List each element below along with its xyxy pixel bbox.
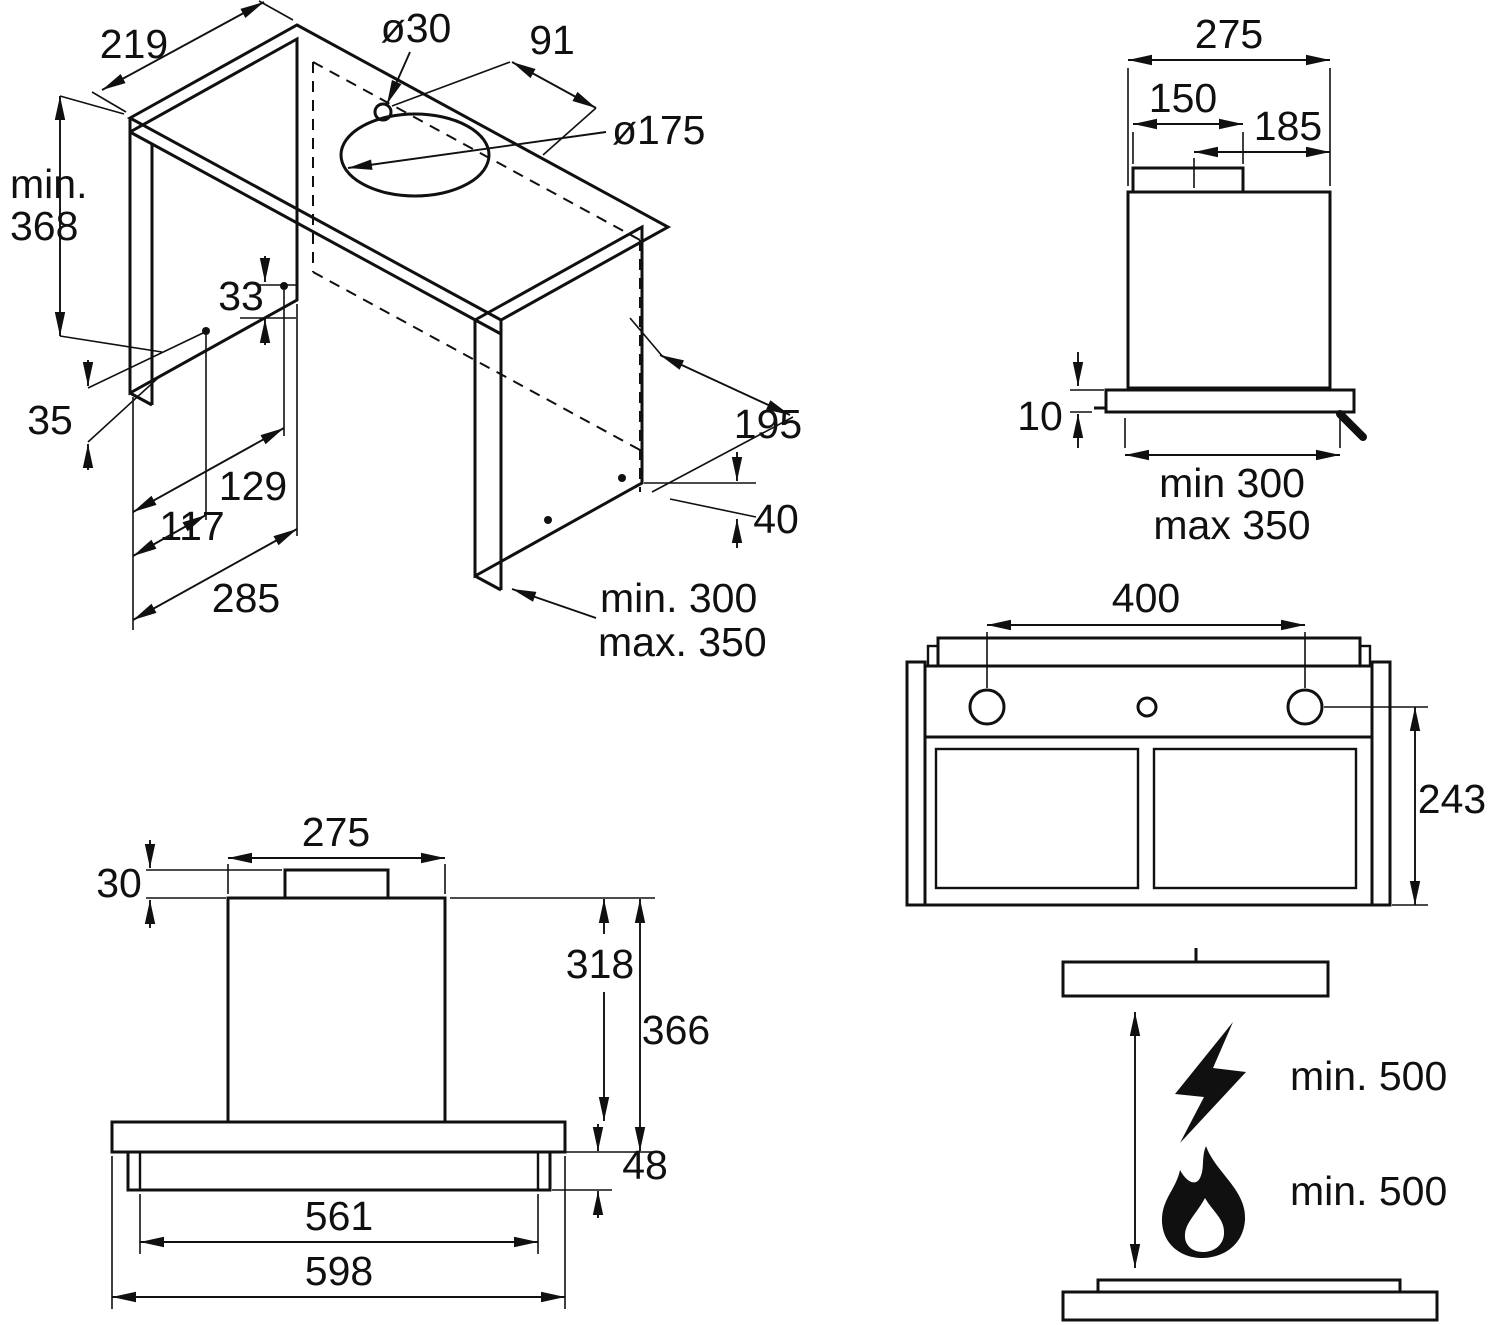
dim-label-285: 285 [212,575,280,621]
side-object-lines [1094,166,1367,441]
dim-label-91: 91 [529,17,575,63]
electric-clearance-label: min. 500 [1290,1053,1447,1099]
front-view: 30 275 318 366 48 561 598 [96,809,710,1309]
dim-label-129: 129 [219,463,287,509]
flame-icon-inner [1184,1198,1225,1252]
rear-dimension-labels: 400 243 [1112,575,1486,822]
screw-hole [618,474,626,482]
front-dimension-labels: 30 275 318 366 48 561 598 [96,809,710,1294]
iso-dimension-labels: 219 ø30 91 ø175 min. 368 33 35 129 117 2… [10,5,802,665]
rear-view: 400 243 [905,575,1486,907]
clearance-labels: min. 500 min. 500 [1290,1053,1447,1214]
dim-label-366: 366 [642,1007,710,1053]
dim-label-275: 275 [1195,11,1263,57]
hood-back [923,664,1374,907]
dim-label-243: 243 [1418,776,1486,822]
isometric-view: 219 ø30 91 ø175 min. 368 33 35 129 117 2… [10,0,802,665]
rear-dimension-lines [986,619,1428,906]
mounting-rail [936,636,1362,668]
vent-hole-ellipse [339,112,491,198]
rear-object-lines [905,636,1392,907]
left-bracket [905,660,927,907]
dim-label-min300s: min 300 [1159,460,1305,506]
side-dimension-lines [1070,54,1341,461]
dim-label-368: 368 [10,203,78,249]
screw-hole [202,327,210,335]
dim-label-min: min. [10,161,87,207]
cable-hole [373,102,393,122]
right-bracket [1370,660,1392,907]
bottom-panel [1104,388,1356,414]
filter-panel-left [934,747,1140,890]
iso-hidden-lines [312,61,641,492]
dim-label-219: 219 [100,21,168,67]
dim-label-185: 185 [1254,103,1322,149]
dim-label-48: 48 [622,1142,668,1188]
dim-label-d30: ø30 [381,5,452,51]
mounting-hole-right [1286,688,1324,726]
lower-box [126,1150,552,1192]
hood-body [1126,190,1332,390]
dim-label-40: 40 [753,496,799,542]
screw-hole [280,282,288,290]
dim-label-117: 117 [159,503,224,549]
duct-stub [1131,166,1245,194]
hood-underside [1061,960,1330,998]
lightning-icon [1175,1022,1246,1143]
dim-label-max350s: max 350 [1153,502,1310,548]
front-dimension-lines [111,840,655,1309]
dim-label-150: 150 [1149,75,1217,121]
dim-label-30: 30 [96,860,142,906]
clearance-object-lines [1061,948,1439,1322]
dim-label-min300: min. 300 [600,575,757,621]
clearance-view: min. 500 min. 500 [1061,948,1447,1322]
dim-label-max350: max. 350 [598,619,767,665]
gas-clearance-label: min. 500 [1290,1168,1447,1214]
mounting-hole-left [968,688,1006,726]
dim-label-33: 33 [218,273,264,319]
mounting-hole-center [1136,696,1158,718]
dim-label-d175: ø175 [612,107,705,153]
dim-label-318: 318 [566,941,634,987]
front-object-lines [110,868,567,1192]
dim-label-400: 400 [1112,575,1180,621]
visor-panel [110,1120,567,1154]
side-view: 275 150 185 10 min 300 max 350 [1017,11,1367,548]
chimney [226,896,447,1124]
cooktop-surface [1096,1278,1402,1294]
cooktop-body [1061,1290,1439,1322]
dim-label-195: 195 [734,401,802,447]
dim-label-275f: 275 [302,809,370,855]
dim-label-10: 10 [1017,393,1063,439]
handle [1336,410,1367,441]
filter-panel-right [1152,747,1358,890]
dim-label-35: 35 [27,397,73,443]
side-dimension-labels: 275 150 185 10 min 300 max 350 [1017,11,1322,548]
duct-cap [283,868,390,900]
dim-label-598: 598 [305,1248,373,1294]
screw-hole [544,516,552,524]
dim-label-561: 561 [305,1193,373,1239]
iso-dimension-lines [54,0,794,630]
